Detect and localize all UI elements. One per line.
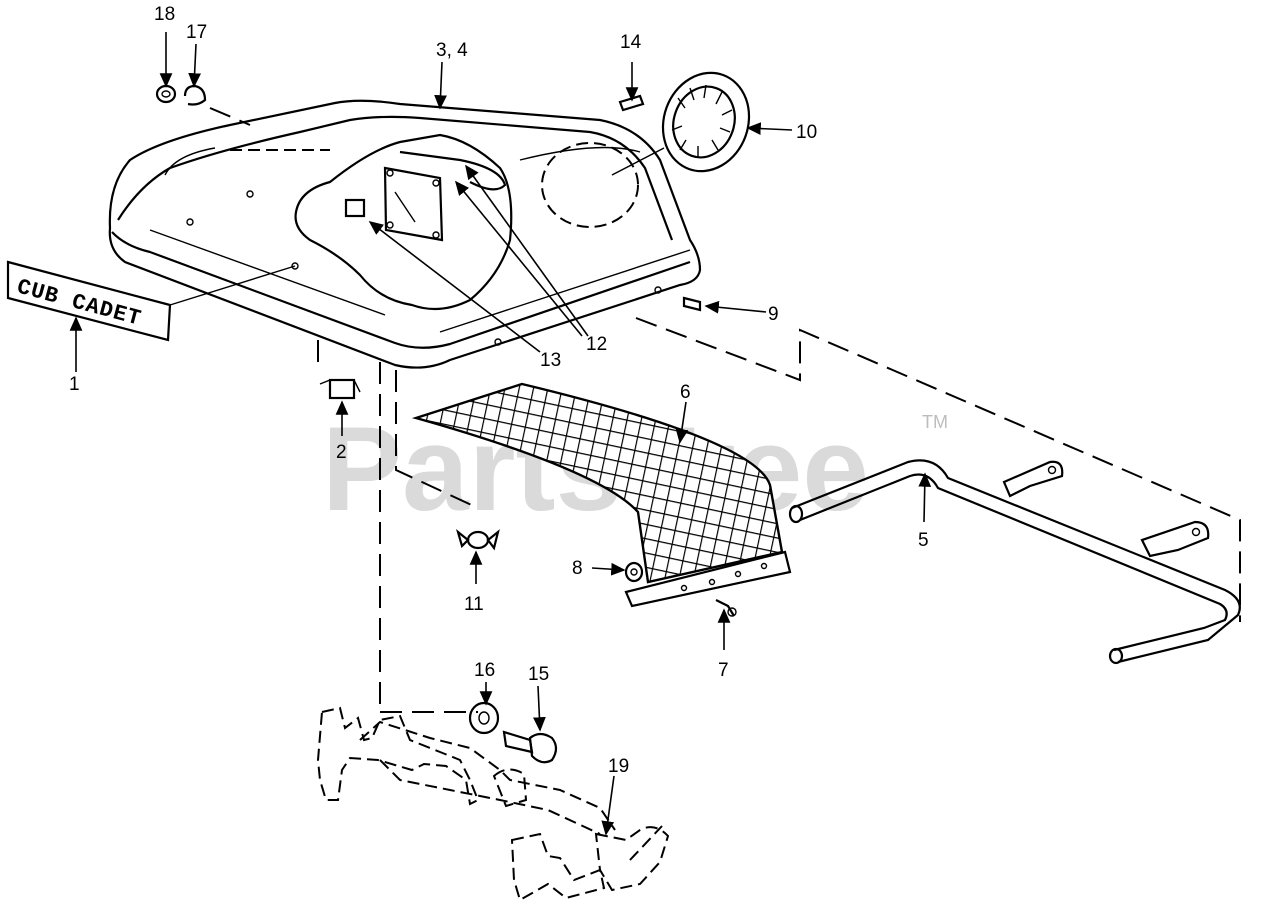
clip-part-17 <box>183 84 207 106</box>
alignment-lines <box>317 317 1241 713</box>
callout-8: 8 <box>572 558 583 579</box>
callout-15: 15 <box>528 664 549 685</box>
leader-17 <box>209 107 251 126</box>
callout-labels: 1 2 3, 4 5 6 7 8 9 10 11 12 13 14 15 16 … <box>69 4 929 777</box>
callout-10: 10 <box>796 122 817 143</box>
callout-13: 13 <box>540 350 561 371</box>
screw-part-9 <box>682 296 702 312</box>
nameplate-part-1: CUB CADET <box>6 260 296 342</box>
callout-3-4: 3, 4 <box>436 40 468 61</box>
grille-screen-part-6 <box>411 382 792 608</box>
callout-17: 17 <box>186 22 207 43</box>
callout-11: 11 <box>464 594 484 615</box>
headlight-ring-part-10 <box>611 71 751 176</box>
washer-part-16 <box>468 701 500 735</box>
callout-7: 7 <box>718 660 729 681</box>
callout-12: 12 <box>586 334 607 355</box>
watermark-trademark: TM <box>922 412 948 432</box>
nameplate-text: CUB CADET <box>14 275 144 332</box>
leader-arrows <box>69 32 932 836</box>
callout-14: 14 <box>620 32 642 53</box>
bolt-part-15 <box>502 730 558 764</box>
callout-18: 18 <box>154 4 175 25</box>
hood-housing <box>108 99 702 369</box>
frame-part-19 <box>316 706 670 902</box>
callout-2: 2 <box>336 442 347 463</box>
callout-6: 6 <box>680 382 691 403</box>
callout-16: 16 <box>474 660 495 681</box>
callout-9: 9 <box>768 304 779 325</box>
clip-nut-part-2 <box>319 378 361 400</box>
wing-nut-part-11 <box>455 528 500 551</box>
callout-1: 1 <box>69 374 80 395</box>
callout-19: 19 <box>608 756 629 777</box>
callout-5: 5 <box>918 530 929 551</box>
nut-part-18 <box>155 84 177 104</box>
pin-part-7 <box>715 599 737 617</box>
washer-part-8 <box>624 561 644 583</box>
